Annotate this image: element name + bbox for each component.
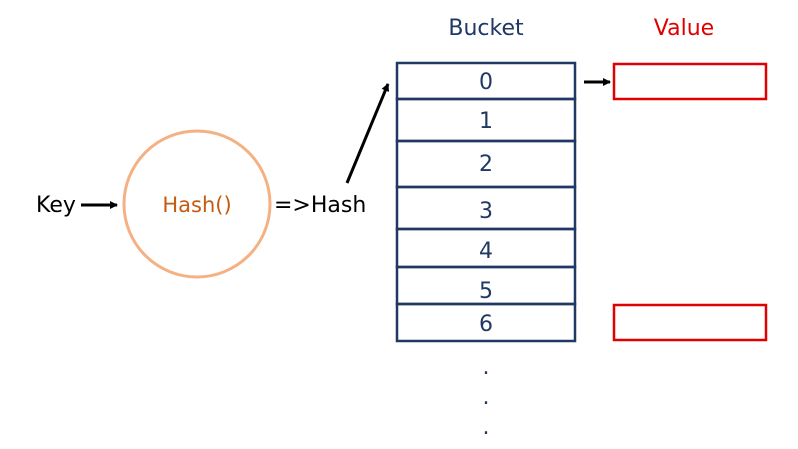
bucket-index-4: 4 [479,239,493,264]
continuation-dot: . [483,355,490,380]
bucket-index-3: 3 [479,199,493,224]
hash-function-circle [122,129,272,279]
value-box-6 [612,303,768,342]
hash-output-label: =>Hash [274,193,366,218]
continuation-dot: . [483,385,490,410]
hash-function-label: Hash() [162,193,231,217]
bucket-index-6: 6 [479,312,493,337]
bucket-index-0: 0 [479,70,493,95]
bucket-table: 0 1 2 3 4 5 6 [395,61,577,343]
continuation-dot: . [483,415,490,440]
bucket-index-2: 2 [479,152,493,177]
bucket-index-5: 5 [479,279,493,304]
value-title: Value [654,16,714,41]
value-box-0 [612,62,768,101]
bucket-cell-6 [395,302,577,343]
bucket-title: Bucket [448,16,524,41]
bucket-index-1: 1 [479,109,493,134]
key-label: Key [36,193,76,218]
bucket-continuation: . . . [483,355,490,440]
hash-to-bucket-arrow [345,83,390,184]
